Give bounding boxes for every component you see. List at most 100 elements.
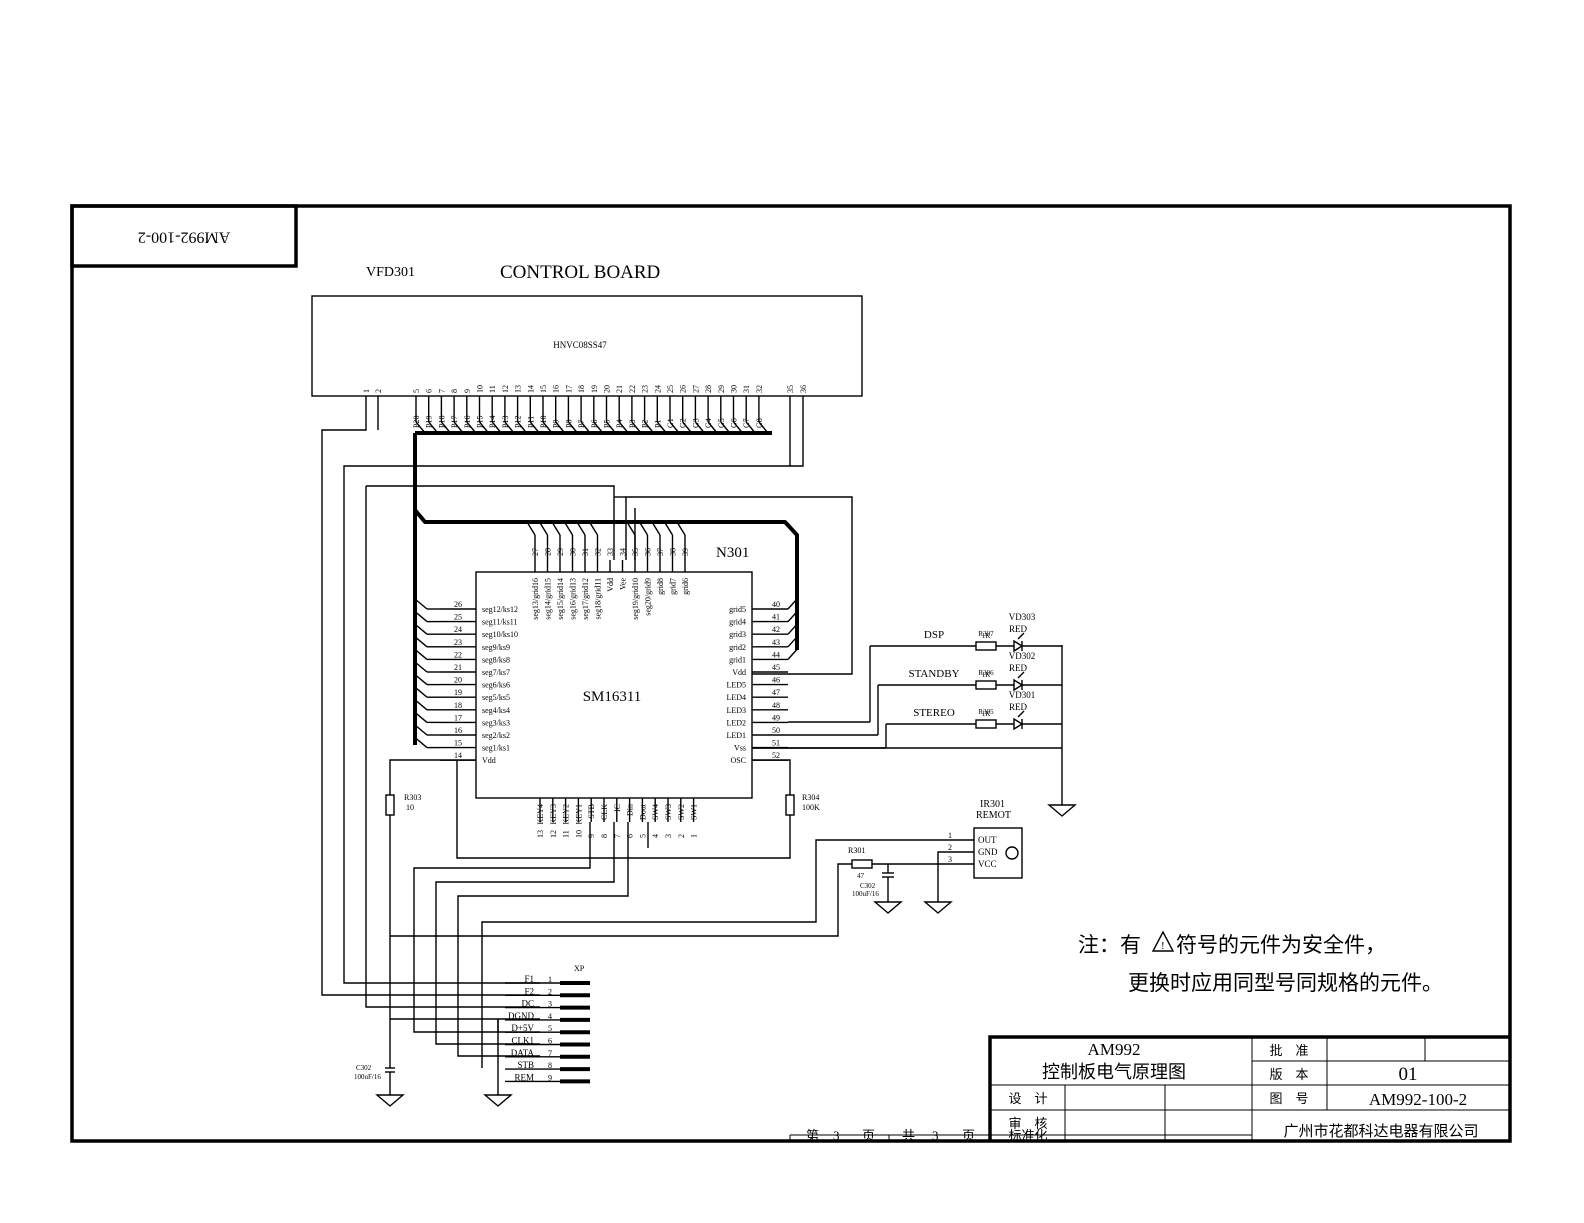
r303-ref: R303: [404, 793, 421, 802]
ic-top-pin-name: seg14/grid15: [544, 578, 553, 620]
ic-left-pin-name: seg2/ks2: [482, 731, 510, 740]
tb-company: 广州市花都科达电器有限公司: [1283, 1122, 1478, 1140]
note-line1-rest: 符号的元件为安全件，: [1176, 933, 1386, 957]
ic-left-pin-number: 20: [454, 676, 462, 685]
vfd-pin-number: 30: [730, 385, 739, 393]
ic-top-pin-number: 33: [606, 548, 615, 556]
ic-right-pin-name: LED3: [726, 706, 746, 715]
ic-right-pin-name: Vdd: [732, 668, 746, 677]
xp-pin-number: 5: [548, 1024, 552, 1033]
ir-ref: IR301: [980, 799, 1005, 810]
wire: [638, 521, 649, 536]
ic-top-pin-number: 34: [619, 548, 628, 556]
r304-val: 100K: [802, 803, 820, 812]
ir-receiver: [973, 827, 1023, 879]
wire: [414, 724, 428, 736]
led-signal-label: STEREO: [913, 707, 955, 719]
tb-drawing-no-label: 图 号: [1269, 1092, 1308, 1107]
xp-pin-number: 1: [548, 975, 552, 984]
wire: [414, 611, 428, 623]
vfd-model: HNVC08SS47: [553, 340, 607, 350]
vfd-pin-number: 5: [412, 389, 421, 393]
vfd-pin-number: 36: [799, 385, 808, 393]
ic-name: SM16311: [583, 689, 642, 705]
ic-right-pin-name: Vss: [734, 744, 746, 753]
c302-right-ref: C302: [860, 882, 876, 890]
ic-top-pin-name: seg19/grid10: [631, 578, 640, 620]
ic-bottom-pin-number: 3: [664, 834, 673, 838]
page-number: 3: [833, 1128, 840, 1143]
ic-left-pin-number: 21: [454, 663, 462, 672]
vfd-pin-number: 31: [742, 385, 751, 393]
ic-top-pin-name: seg13/grid16: [531, 578, 540, 620]
ic-right-pin-number: 49: [772, 713, 780, 722]
ic-top-pin-name: Vee: [619, 578, 628, 590]
ic-left-pin-name: seg6/ks6: [482, 681, 510, 690]
wire: [414, 661, 428, 673]
vfd-pin-label: P6: [590, 420, 599, 428]
ic-bottom-pin-number: 1: [690, 834, 699, 838]
ic-bottom-pin-number: 9: [587, 834, 596, 838]
vfd-pin-number: 8: [450, 389, 459, 393]
ic-right-pin-number: 40: [772, 600, 780, 609]
vfd-pin-number: 23: [641, 385, 650, 393]
wire: [787, 648, 798, 660]
wire: [414, 686, 428, 698]
ic-left-pin-number: 18: [454, 701, 462, 710]
ic-bottom-pin-number: 10: [574, 830, 583, 838]
vfd-display: [311, 295, 863, 397]
corner-code: AM992-100-2: [138, 228, 230, 245]
c302-right-val: 100uF/16: [852, 890, 879, 898]
ir-lens: [1005, 846, 1019, 860]
led-resistor: [975, 641, 997, 651]
led-resistor: [975, 719, 997, 729]
ic-right-pin-number: 44: [772, 650, 780, 659]
ic-right-pin-number: 43: [772, 638, 780, 647]
ic-bottom-pin-name: IC: [613, 804, 622, 812]
tb-version: 01: [1399, 1064, 1418, 1085]
vfd-pin-number: 13: [514, 385, 523, 393]
ic-right-pin-number: 52: [772, 751, 780, 760]
wire: [1017, 632, 1025, 640]
xp-pin-name: D+5V: [511, 1023, 534, 1033]
vfd-pin-label: P3: [628, 420, 637, 428]
ic-bottom-pin-name: SW3: [664, 804, 673, 820]
led-resistor-ref: R306: [978, 669, 994, 677]
ic-bottom-pin-number: 11: [562, 830, 571, 838]
ic-left-pin-name: seg7/ks7: [482, 668, 510, 677]
ir-name: REMOT: [976, 810, 1011, 821]
led-diode-icon: [1013, 678, 1024, 692]
total-number: 3: [932, 1128, 939, 1143]
ic-right-pin-name: LED1: [726, 731, 746, 740]
vfd-pin-label: P7: [577, 420, 586, 428]
ic-right-pin-number: 50: [772, 726, 780, 735]
vfd-pin-number: 25: [666, 385, 675, 393]
led-color: RED: [1009, 624, 1028, 634]
vfd-pin-label: P5: [603, 420, 612, 428]
wire: [551, 521, 561, 536]
vfd-pin-number: 18: [577, 385, 586, 393]
ir-wiring: [872, 851, 954, 914]
ic-right-pin-name: grid4: [729, 618, 746, 627]
ic-left-pin-name: seg3/ks3: [482, 718, 510, 727]
vfd-pin-label: P8: [564, 420, 573, 428]
vfd-pin-number: 16: [552, 385, 561, 393]
ic-bottom-pin-name: KEY4: [536, 804, 545, 824]
led-color: RED: [1009, 663, 1028, 673]
vfd-pin-number: 12: [501, 385, 510, 393]
wire: [787, 598, 798, 610]
wiring: [321, 396, 954, 1068]
wire: [1017, 710, 1025, 718]
ic-bottom-pin-name: Din: [626, 804, 635, 816]
ic-bottom-pin-name: KEY1: [574, 804, 583, 824]
ir-pin-name: VCC: [978, 859, 997, 869]
ic-right-pin-number: 42: [772, 625, 780, 634]
xp-pin-number: 6: [548, 1037, 552, 1046]
ic-top-pin-name: seg15/grid14: [556, 578, 565, 620]
ic-bottom-pin-number: 8: [600, 834, 609, 838]
page-prefix: 第: [806, 1129, 819, 1144]
